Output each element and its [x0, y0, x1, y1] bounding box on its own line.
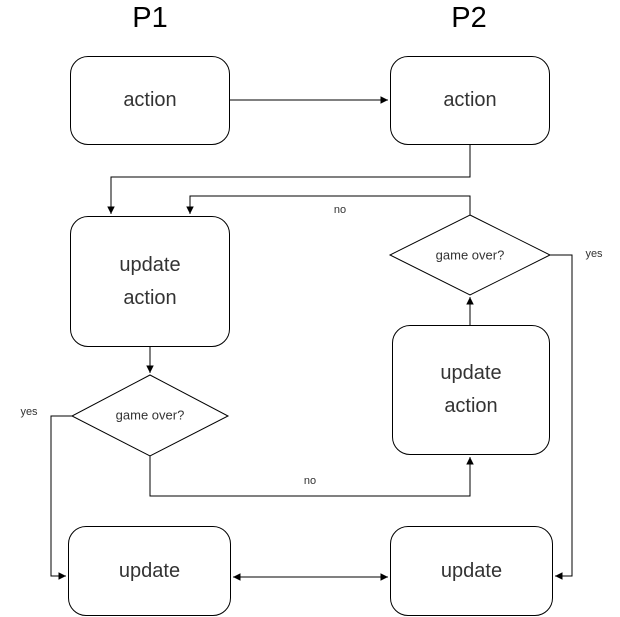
p2-update-action-label-line2: action: [444, 395, 498, 417]
p1-update-label: update: [118, 559, 181, 582]
p1-update-action-label-line2: action: [123, 286, 177, 309]
p1-action-label: action: [123, 89, 177, 111]
edge-label-yes-right: yes: [585, 248, 603, 260]
edge-p2gameover-yes-to-p2update: [550, 254, 573, 580]
p2-update-action-label-line1: update: [440, 362, 502, 384]
p2-update-node: update: [390, 526, 553, 616]
p2-update-action-node: update action: [392, 325, 550, 455]
column-title-p1: P1: [132, 2, 168, 34]
edge-label-yes-left: yes: [20, 406, 38, 418]
p2-update-label: update: [440, 559, 503, 582]
p2-action-node: action: [390, 56, 550, 145]
p1-game-over-diamond: [70, 374, 230, 457]
p1-action-node: action: [70, 56, 230, 145]
column-title-p2: P2: [451, 2, 487, 34]
p1-update-node: update: [68, 526, 231, 616]
p1-update-action-label-line1: update: [119, 253, 181, 276]
p1-game-over-label: game over?: [115, 407, 185, 423]
edge-p1gameover-no-to-p2updateaction: [149, 456, 474, 497]
edge-p2gameover-no-to-p1updateaction: [186, 195, 471, 215]
edge-p2action-to-p1updateaction: [107, 145, 471, 214]
edge-label-no-top: no: [333, 204, 347, 216]
p1-update-action-node: update action: [70, 216, 230, 347]
edge-label-no-bottom: no: [303, 475, 317, 487]
p2-game-over-label: game over?: [435, 247, 505, 263]
edge-p1gameover-yes-to-p1update: [50, 415, 72, 580]
p2-game-over-diamond: [388, 214, 552, 296]
p2-action-label: action: [443, 89, 497, 111]
